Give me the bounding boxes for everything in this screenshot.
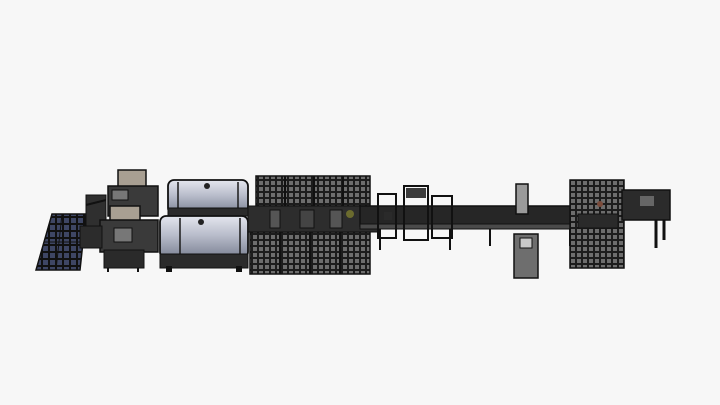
wash-tank-upper [167, 179, 249, 217]
loading-station-lower [79, 205, 159, 272]
wash-tank-lower [159, 215, 249, 272]
solar-panel-rack [35, 213, 87, 271]
transfer-mechanism [247, 205, 379, 233]
end-arm [621, 189, 671, 248]
enclosure-mesh-upper [255, 175, 371, 207]
conveyor-main [359, 205, 579, 250]
enclosure-mesh-lower [249, 231, 371, 275]
inspection-stations [377, 185, 453, 241]
output-mesh-cage [569, 179, 625, 269]
vertical-column [513, 183, 539, 279]
